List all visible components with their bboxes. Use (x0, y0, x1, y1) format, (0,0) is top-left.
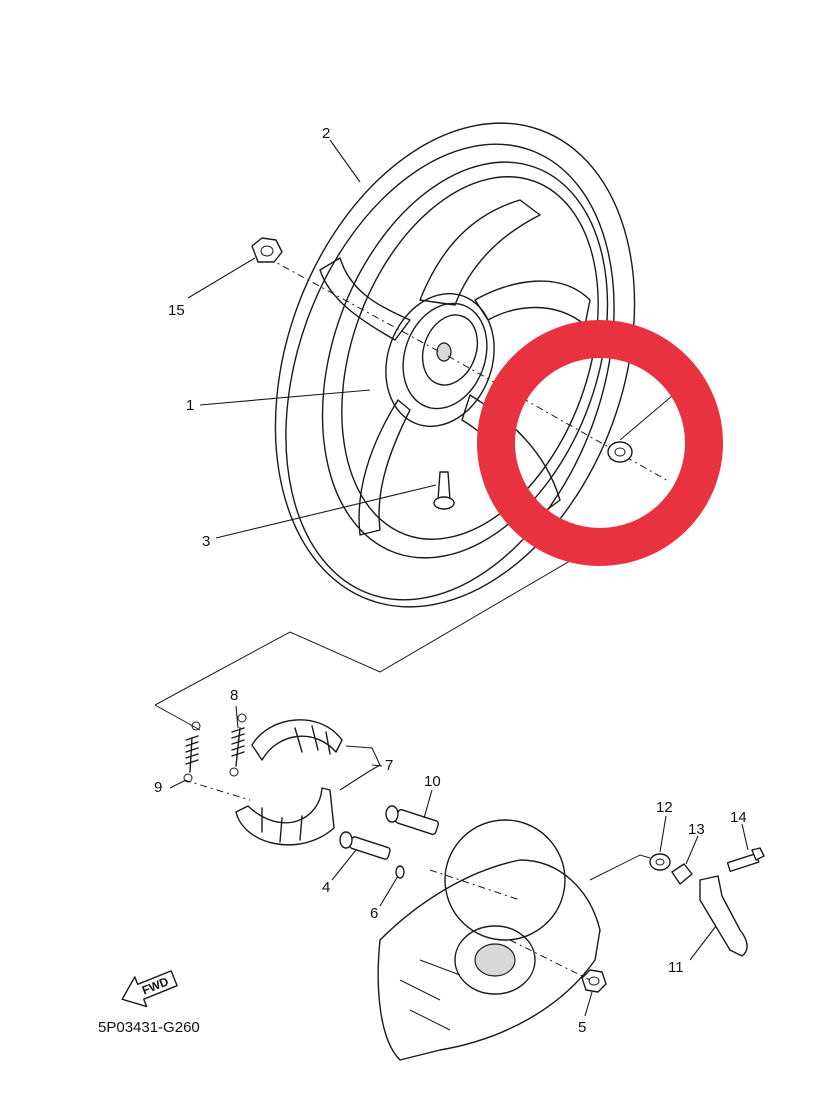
leader-5 (584, 991, 593, 1017)
gear-case (377, 859, 601, 1061)
collar-leader (619, 395, 673, 441)
spoke-5 (319, 257, 411, 341)
callout-15: 15 (168, 302, 185, 319)
assembly-box-upper (154, 519, 641, 706)
brake-arm (699, 875, 748, 957)
leader-9 (169, 779, 187, 789)
leader-14 (741, 823, 749, 851)
callout-14: 14 (730, 809, 747, 826)
drum-nut (581, 969, 607, 993)
brake-shoe-upper (251, 719, 343, 761)
spring-9 (183, 721, 201, 783)
callout-2: 2 (322, 125, 330, 142)
bolt-14 (726, 847, 765, 873)
indicator-plate (671, 863, 693, 885)
brake-shoe-upper-ribs (294, 725, 331, 755)
rim-outer (321, 161, 609, 559)
callout-10: 10 (424, 773, 441, 790)
brake-shoe-lower-ribs (261, 807, 303, 843)
brake-shoe-lower (235, 787, 335, 846)
axis-line-left (267, 257, 441, 353)
washer-12 (649, 853, 671, 871)
spoke-4 (358, 399, 411, 536)
callout-3: 3 (202, 533, 210, 550)
collar-washer (607, 441, 633, 463)
callout-6: 6 (370, 905, 378, 922)
callout-13: 13 (688, 821, 705, 838)
shaft-axis (429, 869, 521, 901)
nut-axis (509, 939, 591, 981)
callout-12: 12 (656, 799, 673, 816)
washer-leader (589, 854, 651, 881)
tire-inner (285, 143, 615, 601)
hub-outer (385, 292, 495, 428)
leader-lines (169, 139, 749, 1017)
gear-case-ribs (399, 959, 461, 1031)
leader-3 (215, 484, 437, 539)
callout-5: 5 (578, 1019, 586, 1036)
brake-shoes (235, 719, 343, 846)
leader-1 (199, 389, 371, 406)
tire-outer (274, 122, 636, 608)
callout-1: 1 (186, 397, 194, 414)
wheel-assembly (274, 122, 636, 608)
leader-7 (339, 745, 381, 791)
leader-2 (329, 139, 361, 183)
hub-inner (402, 302, 488, 410)
fwd-arrow-shape (121, 970, 178, 1008)
leader-13 (685, 835, 699, 865)
leader-7-tail (371, 764, 383, 767)
leader-8 (235, 705, 239, 729)
leader-6 (379, 875, 399, 907)
leader-12 (659, 815, 667, 853)
callout-9: 9 (154, 779, 162, 796)
valve-base (433, 496, 455, 510)
gear-case-bore (454, 925, 536, 995)
valve-stem (437, 471, 451, 501)
leader-15 (187, 257, 256, 299)
fwd-arrow: FWD (121, 970, 178, 1008)
brake-panel (377, 819, 601, 1061)
callout-7: 7 (385, 757, 393, 774)
spoke-1 (419, 199, 541, 306)
leader-4 (331, 849, 357, 881)
diagram-code: 5P03431-G260 (98, 1019, 200, 1036)
axle-nut (251, 237, 283, 263)
spring-axis (183, 779, 251, 801)
callout-4: 4 (322, 879, 330, 896)
callout-numbers: 2 15 1 3 8 9 7 10 4 6 5 12 13 14 11 (154, 125, 747, 1036)
brake-cam (385, 805, 440, 836)
callout-8: 8 (230, 687, 238, 704)
spring-8 (229, 713, 247, 777)
brake-drum-face (444, 819, 566, 941)
spoke-2 (474, 280, 591, 326)
hub-drum (421, 314, 479, 386)
o-ring (395, 865, 405, 879)
gear-case-bore-inner (474, 943, 516, 977)
leader-10 (423, 789, 433, 819)
leader-11 (689, 925, 717, 961)
assembly-box-left (154, 704, 201, 731)
axle-hole (436, 342, 452, 362)
anchor-pin (339, 831, 391, 860)
highlight-circle (477, 320, 723, 566)
callout-11: 11 (668, 959, 684, 976)
